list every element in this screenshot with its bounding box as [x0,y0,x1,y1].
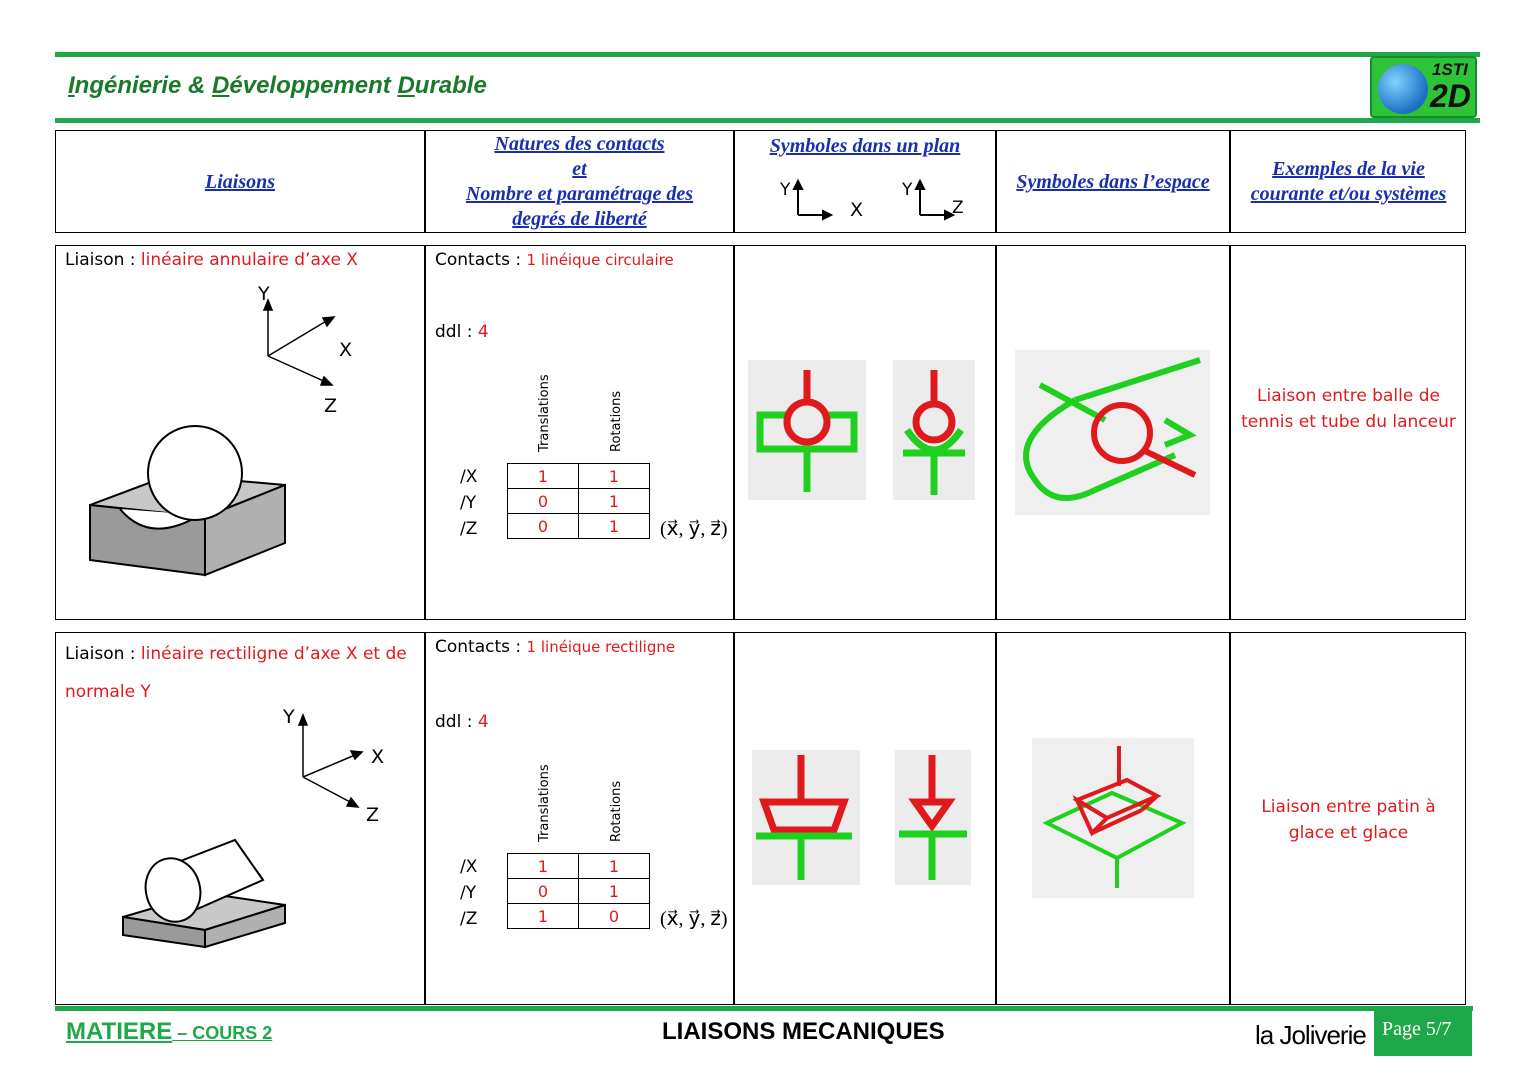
header-title: Ingénierie & Développement Durable [68,72,487,99]
col-header-natures: Natures des contacts et Nombre et paramé… [465,133,694,230]
header-top-rule [55,52,1480,57]
plane-symbol-annular-xy [748,360,866,500]
table-row [55,632,1466,1005]
plane-symbol-annular-yz [893,360,975,500]
contacts-text: Contacts : 1 linéique rectiligne [435,637,676,657]
footer-subject: MATIERE – COURS 2 [66,1018,273,1045]
example-text: Liaison entre patin à glace et glace [1261,797,1436,843]
footer-rule [55,1006,1473,1011]
plane-axes-icon [792,178,956,221]
col-header-symboles-espace: Symboles dans l’espace [1016,171,1210,193]
ball-in-groove-illustration [89,425,286,577]
header-bottom-rule [55,118,1480,123]
plane-symbol-rectilinear-xy [752,750,860,885]
joliverie-logo: la Joliverie [1255,1020,1367,1050]
liaison-title: Liaison : linéaire annulaire d’axe X [65,250,358,270]
liaison-title: Liaison : linéaire rectiligne d’axe X et… [65,644,407,702]
contacts-text: Contacts : 1 linéique circulaire [435,250,674,270]
table-header [55,130,1466,233]
col-header-liaisons: Liaisons [204,171,276,193]
space-symbol-annular [1015,350,1210,515]
col-header-exemples: Exemples de la vie courante et/ou systèm… [1250,158,1447,205]
sti2d-logo: 1STI 2D [1370,56,1477,118]
col-header-symboles-plan: Symboles dans un plan [769,135,961,157]
plane-symbol-rectilinear-yz [895,750,971,885]
axes-icon [262,297,336,386]
example-text: Liaison entre balle de tennis et tube du… [1241,386,1456,432]
space-symbol-rectilinear [1032,738,1194,898]
page-number: Page 5/7 [1374,1006,1472,1056]
cylinder-on-plane-illustration [122,838,286,949]
globe-icon [1378,64,1428,114]
table-row [55,245,1466,620]
ddl-text: ddl : 4 [435,712,489,732]
footer-title: LIAISONS MECANIQUES [662,1018,945,1045]
ddl-text: ddl : 4 [435,322,489,342]
axes-icon [297,712,364,808]
